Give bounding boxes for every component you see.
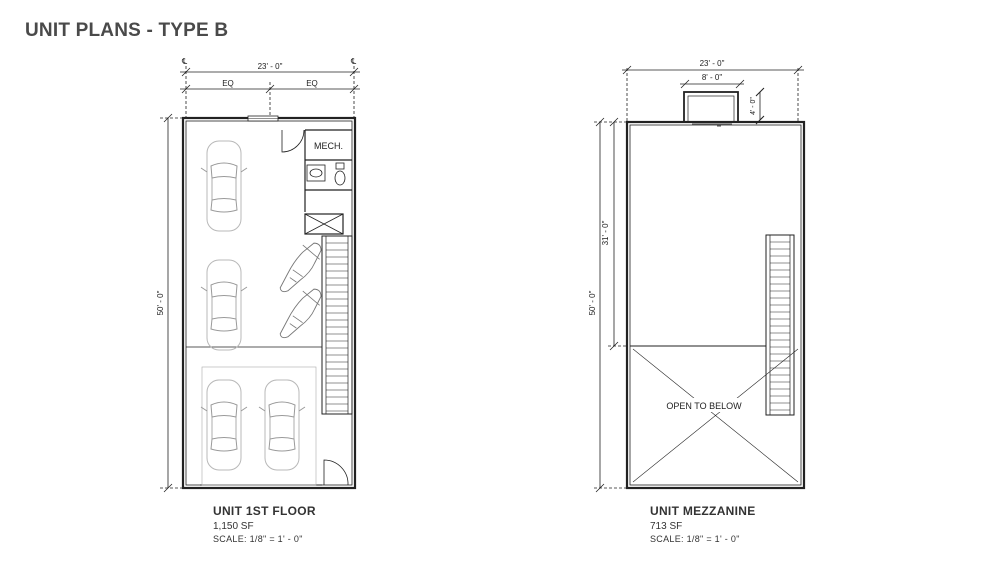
parking-bay [201,366,317,486]
svg-text:℄: ℄ [350,57,357,66]
first-floor-width-dim: 23' - 0" [258,62,283,71]
first-floor-depth-dimension [160,113,186,493]
mech-room-label: MECH. [314,141,343,151]
first-floor-scale: SCALE: 1/8" = 1' - 0" [213,534,303,544]
first-floor-title: UNIT 1ST FLOOR [213,504,316,518]
first-floor-area: 1,150 SF [213,521,254,532]
mezzanine-depth-dim: 50' - 0" [588,290,597,315]
mezzanine-title: UNIT MEZZANINE [650,504,756,518]
car-3 [200,379,248,471]
mezzanine-caption: UNIT MEZZANINE 713 SF SCALE: 1/8" = 1' -… [650,504,756,544]
first-floor-depth-dim: 50' - 0" [156,290,165,315]
first-floor-eq-left-dim: EQ [222,79,234,88]
mezzanine-scale: SCALE: 1/8" = 1' - 0" [650,534,740,544]
first-floor-plan: ℄ ℄ 23' - 0" EQ EQ 50' - 0" [156,57,360,493]
mezzanine-depth-dimension [594,117,627,493]
storage-box [304,213,344,235]
mezzanine-upper-depth-dim: 31' - 0" [601,220,610,245]
mezzanine-bump-depth-dim: 4' - 0" [750,97,757,115]
first-floor-walls [181,115,357,490]
motorcycle-1 [273,236,327,299]
mezzanine-plan: 23' - 0" 8' - 0" 4' - 0" 31' - 0" 50' - [588,59,806,493]
mech-room [281,129,352,212]
car-2 [200,259,248,351]
mezzanine-stairs [765,234,795,416]
bathroom [305,162,352,191]
svg-text:℄: ℄ [181,57,188,66]
mezzanine-bump-width-dim: 8' - 0" [702,73,723,82]
open-to-below-area [632,348,799,483]
first-floor-top-dimension [180,66,360,118]
first-floor-eq-right-dim: EQ [306,79,318,88]
mezzanine-width-dim: 23' - 0" [700,59,725,68]
car-1 [200,140,248,232]
first-floor-stairs [321,235,353,415]
motorcycle-2 [273,282,327,345]
page-title: UNIT PLANS - TYPE B [25,20,229,41]
car-4 [258,379,306,471]
open-to-below-label: OPEN TO BELOW [666,401,742,411]
mezzanine-top-dimension [622,65,804,122]
first-floor-caption: UNIT 1ST FLOOR 1,150 SF SCALE: 1/8" = 1'… [213,504,316,544]
mezzanine-area: 713 SF [650,521,683,532]
